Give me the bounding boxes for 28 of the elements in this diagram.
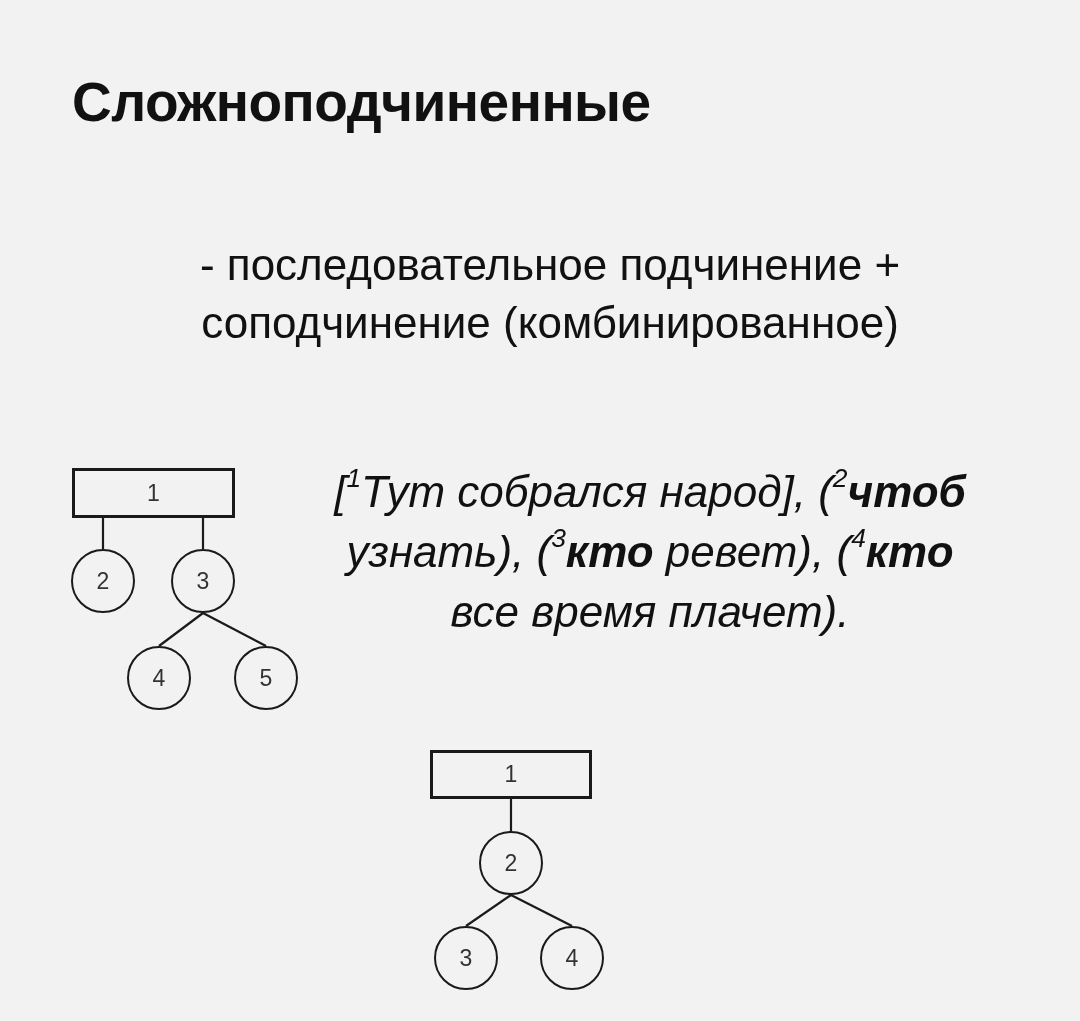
connector-line [202, 612, 267, 647]
title: Сложноподчиненные [72, 72, 651, 133]
clause-number: 1 [147, 481, 160, 505]
clause-number: 4 [565, 946, 579, 970]
clause-circle [479, 831, 543, 895]
clause-circle [127, 646, 191, 710]
clause-circle [434, 926, 498, 990]
clause-number: 1 [504, 763, 518, 786]
clause-number: 5 [259, 666, 273, 690]
main-clause-box [430, 750, 592, 799]
connector-line [465, 894, 512, 927]
clause-circle [540, 926, 604, 990]
clause-number: 3 [459, 946, 473, 970]
connector-line [510, 894, 573, 927]
connector-line [509, 799, 513, 831]
clause-number: 3 [196, 569, 210, 593]
subtitle: - последовательное подчинение + соподчинение (комбинированное) [198, 239, 902, 349]
connector-line [158, 612, 204, 647]
clause-number: 2 [504, 851, 518, 875]
main-clause-box [72, 468, 235, 518]
clause-circle [171, 549, 235, 613]
clause-circle [234, 646, 298, 710]
clause-number: 4 [152, 666, 166, 690]
clause-number: 2 [96, 569, 110, 593]
connector-line [201, 518, 205, 549]
connector-line [101, 518, 105, 549]
clause-circle [71, 549, 135, 613]
example-sentence: [$^{1}$Тут собрался народ], ($^{2}$чтоб узнать), ($^{3}$кто ревет), ($^{4}$кто все время плачет). [332, 462, 968, 638]
